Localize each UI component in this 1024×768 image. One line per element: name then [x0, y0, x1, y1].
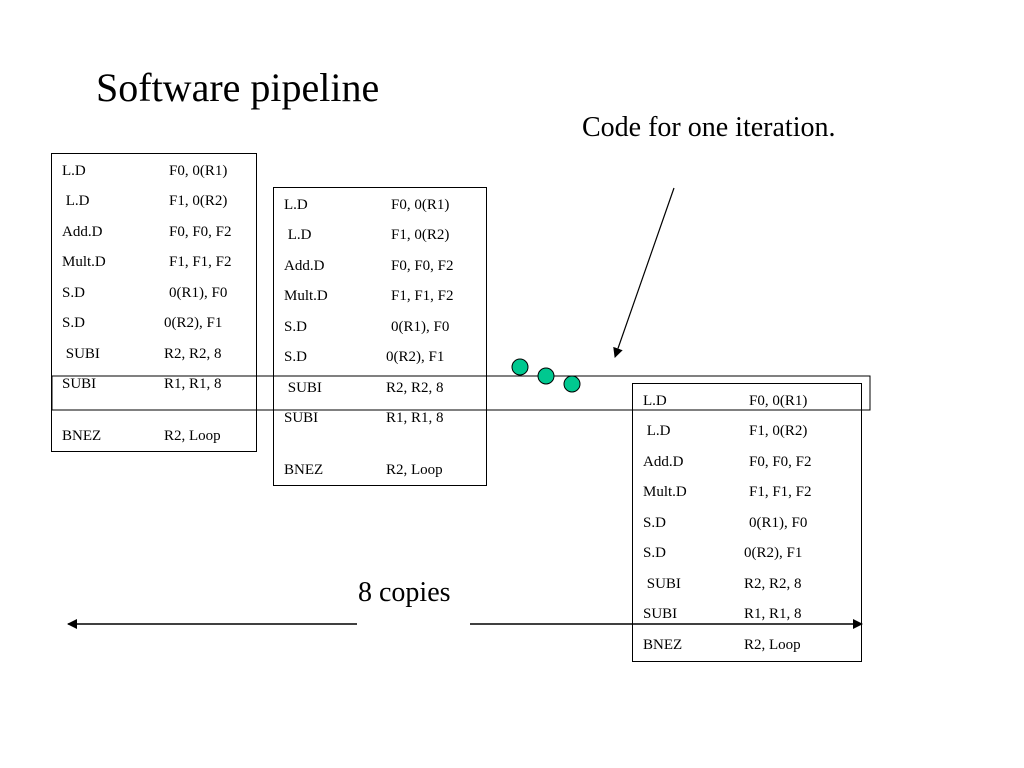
operands: R1, R1, 8 — [386, 410, 444, 426]
opcode: L.D — [62, 193, 90, 209]
operands: F1, F1, F2 — [169, 254, 232, 270]
operands: F1, F1, F2 — [749, 484, 812, 500]
operands: R2, R2, 8 — [744, 576, 802, 592]
operands: F0, 0(R1) — [169, 163, 228, 179]
opcode: L.D — [643, 423, 671, 439]
opcode: BNEZ — [284, 462, 324, 478]
operands: 0(R1), F0 — [391, 319, 450, 335]
code-box-copy-2: L.D F0, 0(R1) L.D F1, 0(R2) Add.D F0, F0, F… — [273, 187, 487, 486]
opcode: S.D — [62, 285, 85, 301]
opcode: S.D — [284, 319, 307, 335]
operands: 0(R2), F1 — [386, 349, 445, 365]
opcode: L.D — [62, 163, 86, 179]
operands: F1, 0(R2) — [169, 193, 228, 209]
operands: R1, R1, 8 — [744, 606, 802, 622]
opcode: Add.D — [643, 454, 684, 470]
operands: F0, 0(R1) — [391, 197, 450, 213]
code-for-one-iteration-label: Code for one iteration. — [582, 112, 836, 143]
slide-title: Software pipeline — [96, 65, 380, 110]
operands: 0(R2), F1 — [744, 545, 803, 561]
opcode: S.D — [284, 349, 307, 365]
operands: R2, Loop — [386, 462, 443, 478]
opcode: BNEZ — [62, 428, 102, 444]
opcode: L.D — [643, 393, 667, 409]
opcode: SUBI — [284, 380, 322, 396]
opcode: BNEZ — [643, 637, 683, 653]
opcode: S.D — [643, 545, 666, 561]
operands: R1, R1, 8 — [164, 376, 222, 392]
code-box-copy-1: L.D F0, 0(R1) L.D F1, 0(R2) Add.D F0, F0, F… — [51, 153, 257, 452]
operands: F0, F0, F2 — [169, 224, 232, 240]
opcode: L.D — [284, 227, 312, 243]
opcode: S.D — [643, 515, 666, 531]
opcode: Add.D — [284, 258, 325, 274]
subi-row-highlight-box — [51, 375, 871, 411]
operands: R2, Loop — [164, 428, 221, 444]
opcode: SUBI — [62, 346, 100, 362]
operands: 0(R2), F1 — [164, 315, 223, 331]
operands: F0, 0(R1) — [749, 393, 808, 409]
operands: R2, Loop — [744, 637, 801, 653]
opcode: S.D — [62, 315, 85, 331]
opcode: SUBI — [62, 376, 97, 392]
operands: R2, R2, 8 — [386, 380, 444, 396]
ellipsis-dot — [537, 367, 555, 385]
operands: 0(R1), F0 — [169, 285, 228, 301]
code-box-copy-3: L.D F0, 0(R1) L.D F1, 0(R2) Add.D F0, F0, F… — [632, 383, 862, 662]
opcode: SUBI — [284, 410, 319, 426]
operands: F1, 0(R2) — [391, 227, 450, 243]
opcode: SUBI — [643, 576, 681, 592]
opcode: Add.D — [62, 224, 103, 240]
pointer-arrow — [613, 187, 675, 358]
operands: 0(R1), F0 — [749, 515, 808, 531]
opcode: L.D — [284, 197, 308, 213]
operands: F1, F1, F2 — [391, 288, 454, 304]
opcode: SUBI — [643, 606, 678, 622]
operands: F0, F0, F2 — [391, 258, 454, 274]
operands: F1, 0(R2) — [749, 423, 808, 439]
opcode: Mult.D — [284, 288, 328, 304]
eight-copies-label: 8 copies — [358, 577, 451, 608]
opcode: Mult.D — [643, 484, 687, 500]
operands: F0, F0, F2 — [749, 454, 812, 470]
ellipsis-dot — [563, 375, 581, 393]
opcode: Mult.D — [62, 254, 106, 270]
ellipsis-dot — [511, 358, 529, 376]
operands: R2, R2, 8 — [164, 346, 222, 362]
